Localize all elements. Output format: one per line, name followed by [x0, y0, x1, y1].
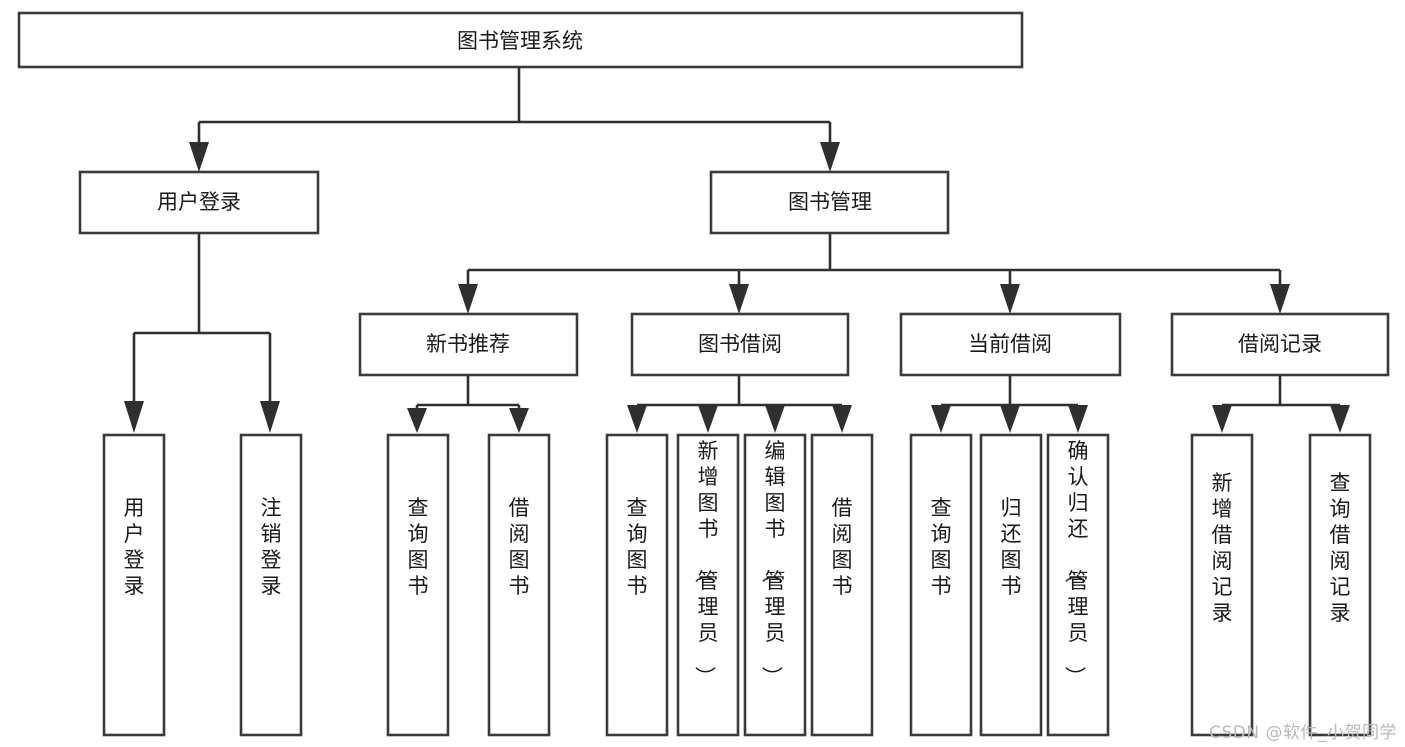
connector-group-book-borrow	[627, 375, 852, 433]
arrow-head-leaf-borrow-book-1	[509, 408, 529, 433]
leaf-query-book-1-box[interactable]	[386, 433, 450, 737]
arrow-head-leaf-edit-book	[765, 405, 785, 433]
leaf-return-book-box[interactable]	[979, 433, 1043, 737]
arrow-head-leaf-add-record	[1212, 405, 1232, 433]
leaf-node[interactable]: 查询借阅记录	[1308, 433, 1372, 737]
node-user-login[interactable]: 用户登录	[78, 170, 320, 235]
leaf-query-book-3-label: 查询图书	[931, 496, 952, 598]
arrow-head-leaf-return-book	[1000, 405, 1020, 433]
leaf-query-book-2-label: 查询图书	[627, 496, 648, 598]
arrow-head-leaf-user-login	[124, 401, 144, 433]
leaf-node[interactable]: 注销登录	[239, 433, 303, 737]
leaf-return-book-label: 归还图书	[1001, 496, 1022, 598]
leaf-borrow-book-1-label: 借阅图书	[509, 496, 530, 598]
leaf-node[interactable]: 新增借阅记录	[1190, 433, 1254, 737]
node-borrow-record[interactable]: 借阅记录	[1170, 312, 1390, 377]
arrow-head-leaf-add-book	[698, 405, 718, 433]
connector-group-book-manage	[458, 233, 1290, 314]
leaf-node[interactable]: 查询图书	[909, 433, 973, 737]
leaf-node[interactable]: 归还图书	[979, 433, 1043, 737]
node-new-book-rec-box[interactable]	[358, 312, 579, 377]
connector-group-borrow-record	[1212, 375, 1350, 433]
arrow-head-leaf-query-book-3	[931, 405, 951, 433]
leaf-node[interactable]: 新增图书（管理员）	[676, 433, 740, 737]
arrow-head-leaf-confirm-return	[1068, 405, 1088, 433]
leaf-user-login-label: 用户登录	[124, 496, 145, 598]
leaf-node[interactable]: 查询图书	[605, 433, 669, 737]
connector-group-current-borrow	[931, 375, 1088, 433]
node-current-borrow-box[interactable]	[899, 312, 1122, 377]
arrow-head-book-borrow	[729, 284, 749, 314]
node-user-login-box[interactable]	[78, 170, 320, 235]
node-book-borrow-label: 图书借阅	[698, 332, 782, 356]
leaf-query-record-box[interactable]	[1308, 433, 1372, 737]
arrow-head-new-book-rec	[458, 284, 478, 314]
arrow-head-leaf-query-record	[1330, 405, 1350, 433]
arrow-head-leaf-query-book-2	[627, 405, 647, 433]
leaf-node[interactable]: 编辑图书（管理员）	[743, 433, 807, 737]
node-new-book-rec-label: 新书推荐	[426, 332, 510, 356]
leaf-query-book-2-box[interactable]	[605, 433, 669, 737]
node-current-borrow[interactable]: 当前借阅	[899, 312, 1122, 377]
leaf-add-book-box[interactable]	[676, 433, 740, 737]
leaf-add-record-label: 新增借阅记录	[1212, 471, 1233, 625]
leaf-borrow-book-2-label: 借阅图书	[832, 496, 853, 598]
node-new-book-rec[interactable]: 新书推荐	[358, 312, 579, 377]
node-root-label: 图书管理系统	[457, 29, 583, 53]
csdn-watermark: CSDN @软件_小贺同学	[1209, 723, 1397, 743]
node-borrow-record-box[interactable]	[1170, 312, 1390, 377]
connector-group-user-login	[124, 233, 280, 433]
node-book-manage[interactable]: 图书管理	[709, 170, 950, 235]
arrow-head-leaf-borrow-book-2	[832, 405, 852, 433]
arrow-head-leaf-logout	[260, 401, 280, 433]
leaf-edit-book-label: 编辑图书（管理员）	[760, 439, 786, 687]
node-root-box[interactable]	[17, 11, 1024, 69]
arrow-head-current-borrow	[1000, 284, 1020, 314]
node-book-borrow-box[interactable]	[630, 312, 850, 377]
leaf-query-book-1-label: 查询图书	[408, 496, 429, 598]
leaf-query-book-3-box[interactable]	[909, 433, 973, 737]
leaf-query-record-label: 查询借阅记录	[1330, 471, 1351, 625]
node-borrow-record-label: 借阅记录	[1238, 332, 1322, 356]
leaf-add-record-box[interactable]	[1190, 433, 1254, 737]
node-book-borrow[interactable]: 图书借阅	[630, 312, 850, 377]
leaf-logout-label: 注销登录	[261, 496, 282, 598]
leaf-confirm-return-label: 确认归还（管理员）	[1063, 439, 1089, 687]
leaf-node[interactable]: 确认归还（管理员）	[1046, 433, 1110, 737]
leaf-node[interactable]: 借阅图书	[487, 433, 551, 737]
leaf-borrow-book-1-box[interactable]	[487, 433, 551, 737]
node-book-manage-box[interactable]	[709, 170, 950, 235]
leaf-confirm-return-box[interactable]	[1046, 433, 1110, 737]
leaf-user-login-box[interactable]	[102, 433, 166, 737]
leaf-node[interactable]: 借阅图书	[810, 433, 874, 737]
node-user-login-label: 用户登录	[157, 190, 241, 214]
arrow-head-borrow-record	[1270, 284, 1290, 314]
leaf-node[interactable]: 用户登录	[102, 433, 166, 737]
arrow-head-user-login	[189, 142, 209, 172]
leaf-edit-book-box[interactable]	[743, 433, 807, 737]
node-root[interactable]: 图书管理系统	[17, 11, 1024, 69]
arrow-head-book-manage	[820, 142, 840, 172]
leaf-logout-box[interactable]	[239, 433, 303, 737]
connector-group-new-book-rec	[407, 375, 529, 433]
leaf-add-book-label: 新增图书（管理员）	[693, 439, 719, 687]
leaf-borrow-book-2-box[interactable]	[810, 433, 874, 737]
arrow-head-leaf-query-book-1	[407, 408, 427, 433]
node-current-borrow-label: 当前借阅	[968, 332, 1052, 356]
node-book-manage-label: 图书管理	[788, 190, 872, 214]
leaf-node[interactable]: 查询图书	[386, 433, 450, 737]
connector-group-root	[189, 67, 840, 172]
